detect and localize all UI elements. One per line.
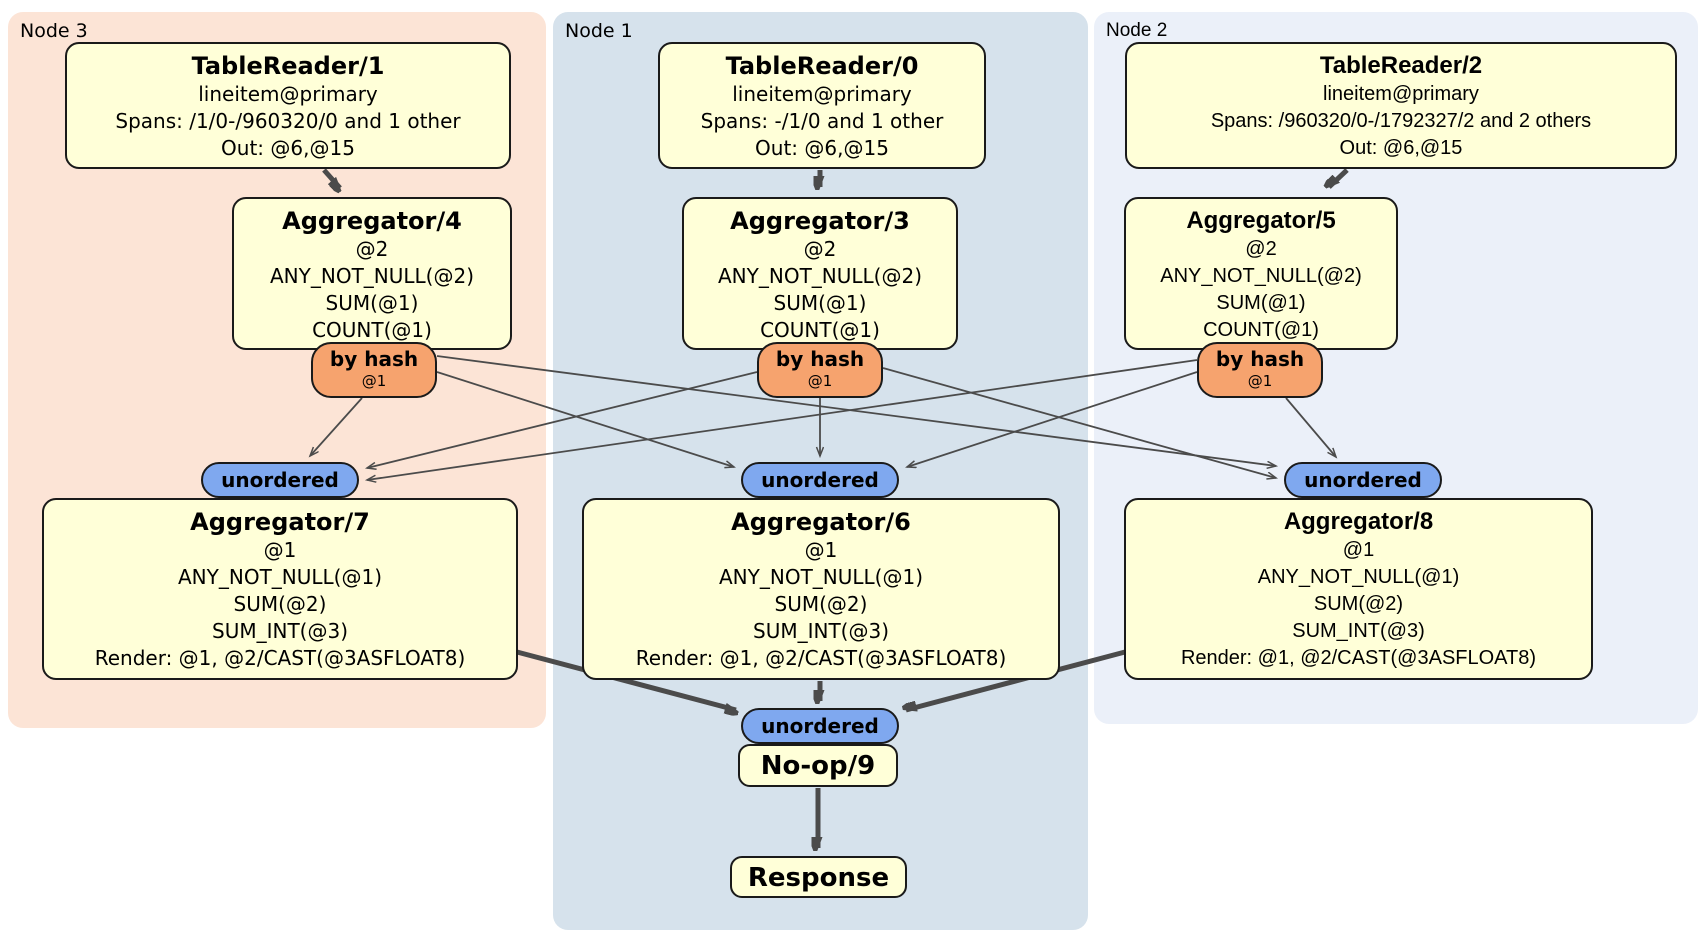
processor-agg-fn: ANY_NOT_NULL(@1)	[1257, 566, 1460, 588]
unordered-label: unordered	[221, 468, 339, 492]
processor-index: lineitem@primary	[732, 82, 912, 106]
processor-agg-fn: SUM_INT(@3)	[753, 619, 889, 643]
processor-group-cols: @1	[1342, 539, 1375, 561]
processor-title: TableReader/1	[191, 52, 385, 80]
processor-out: Out: @6,@15	[221, 136, 355, 160]
processor-group-cols: @1	[263, 538, 297, 562]
processor-title: Aggregator/4	[282, 207, 462, 235]
processor-title: No-op/9	[760, 751, 876, 781]
processor-title: Aggregator/3	[730, 207, 910, 235]
unordered-sync-final: unordered	[741, 708, 899, 744]
hash-router-cols: @1	[361, 372, 387, 390]
hash-router-label: by hash	[1215, 347, 1305, 371]
edge-aggregator7-final-unordered	[516, 649, 736, 710]
processor-group-cols: @2	[803, 237, 837, 261]
region-node-2-label: Node 2	[1106, 20, 1168, 41]
processor-agg-fn: ANY_NOT_NULL(@2)	[718, 264, 922, 288]
processor-agg-fn: ANY_NOT_NULL(@1)	[178, 565, 382, 589]
edge-hash1-unordered3	[367, 371, 758, 468]
region-node-1-label: Node 1	[565, 20, 633, 42]
processor-group-cols: @1	[804, 538, 838, 562]
unordered-label: unordered	[761, 714, 879, 738]
processor-agg-fn: SUM(@1)	[1216, 292, 1306, 314]
processor-agg-fn: SUM(@1)	[325, 291, 419, 315]
unordered-sync-node2: unordered	[1284, 462, 1442, 498]
processor-aggregator-5: Aggregator/5 @2 ANY_NOT_NULL(@2) SUM(@1)…	[1124, 197, 1398, 350]
processor-agg-fn: SUM_INT(@3)	[1292, 620, 1425, 642]
unordered-label: unordered	[1304, 468, 1422, 492]
processor-tablereader-0: TableReader/0 lineitem@primary Spans: -/…	[658, 42, 986, 169]
edge-hash3-unordered1	[436, 371, 734, 467]
processor-agg-fn: SUM(@2)	[774, 592, 868, 616]
processor-tablereader-2: TableReader/2 lineitem@primary Spans: /9…	[1125, 42, 1677, 169]
hash-router-node1: by hash @1	[757, 342, 883, 398]
processor-spans: Spans: /1/0-/960320/0 and 1 other	[115, 109, 461, 133]
processor-group-cols: @2	[355, 237, 389, 261]
processor-agg-fn: SUM(@1)	[773, 291, 867, 315]
processor-render: Render: @1, @2/CAST(@3ASFLOAT8)	[635, 646, 1007, 670]
processor-aggregator-8: Aggregator/8 @1 ANY_NOT_NULL(@1) SUM(@2)…	[1124, 498, 1593, 680]
processor-render: Render: @1, @2/CAST(@3ASFLOAT8)	[94, 646, 466, 670]
edge-hash1-unordered2	[882, 367, 1276, 478]
processor-title: Aggregator/6	[731, 508, 911, 536]
edge-tablereader2-aggregator5	[1329, 168, 1349, 187]
processor-noop-9: No-op/9	[738, 744, 898, 787]
processor-spans: Spans: -/1/0 and 1 other	[700, 109, 944, 133]
processor-title: TableReader/2	[1319, 52, 1483, 79]
hash-router-label: by hash	[329, 347, 419, 371]
processor-agg-fn: COUNT(@1)	[1203, 319, 1319, 341]
region-node-3-label: Node 3	[20, 20, 88, 42]
unordered-sync-node3: unordered	[201, 462, 359, 498]
processor-agg-fn: ANY_NOT_NULL(@1)	[719, 565, 923, 589]
processor-agg-fn: COUNT(@1)	[760, 318, 880, 342]
processor-response: Response	[730, 856, 907, 898]
processor-index: lineitem@primary	[198, 82, 378, 106]
edge-tablereader1-aggregator4	[322, 168, 340, 188]
processor-title: Aggregator/7	[190, 508, 370, 536]
processor-agg-fn: SUM(@2)	[233, 592, 327, 616]
processor-out: Out: @6,@15	[755, 136, 889, 160]
hash-router-label: by hash	[775, 347, 865, 371]
processor-index: lineitem@primary	[1323, 83, 1479, 105]
processor-render: Render: @1, @2/CAST(@3ASFLOAT8)	[1180, 647, 1537, 669]
processor-aggregator-7: Aggregator/7 @1 ANY_NOT_NULL(@1) SUM(@2)…	[42, 498, 518, 680]
processor-title: Response	[747, 863, 890, 893]
hash-router-node3: by hash @1	[311, 342, 437, 398]
processor-title: Aggregator/5	[1186, 207, 1336, 234]
processor-agg-fn: ANY_NOT_NULL(@2)	[1160, 265, 1362, 287]
processor-out: Out: @6,@15	[1339, 137, 1463, 159]
edge-hash2-unordered2	[1285, 397, 1336, 457]
hash-router-node2: by hash @1	[1197, 342, 1323, 398]
edge-hash2-unordered1	[907, 371, 1198, 467]
processor-tablereader-1: TableReader/1 lineitem@primary Spans: /1…	[65, 42, 511, 169]
edge-hash3-unordered2	[436, 355, 1276, 466]
hash-router-cols: @1	[1247, 372, 1273, 390]
edge-aggregator8-final-unordered	[906, 649, 1126, 713]
processor-aggregator-3: Aggregator/3 @2 ANY_NOT_NULL(@2) SUM(@1)…	[682, 197, 958, 350]
processor-aggregator-6: Aggregator/6 @1 ANY_NOT_NULL(@1) SUM(@2)…	[582, 498, 1060, 680]
hash-router-cols: @1	[807, 372, 833, 390]
processor-group-cols: @2	[1245, 238, 1277, 260]
processor-agg-fn: SUM(@2)	[1313, 593, 1404, 615]
edge-hash3-unordered3	[310, 397, 363, 456]
processor-agg-fn: SUM_INT(@3)	[212, 619, 348, 643]
processor-agg-fn: ANY_NOT_NULL(@2)	[270, 264, 474, 288]
processor-title: TableReader/0	[725, 52, 919, 80]
processor-title: Aggregator/8	[1283, 508, 1434, 535]
unordered-label: unordered	[761, 468, 879, 492]
hash-router-edges	[310, 355, 1336, 480]
edge-hash2-unordered3	[367, 359, 1198, 480]
processor-agg-fn: COUNT(@1)	[312, 318, 432, 342]
processor-aggregator-4: Aggregator/4 @2 ANY_NOT_NULL(@2) SUM(@1)…	[232, 197, 512, 350]
processor-spans: Spans: /960320/0-/1792327/2 and 2 others	[1210, 110, 1592, 132]
unordered-sync-node1: unordered	[741, 462, 899, 498]
thick-edges	[322, 168, 1349, 848]
